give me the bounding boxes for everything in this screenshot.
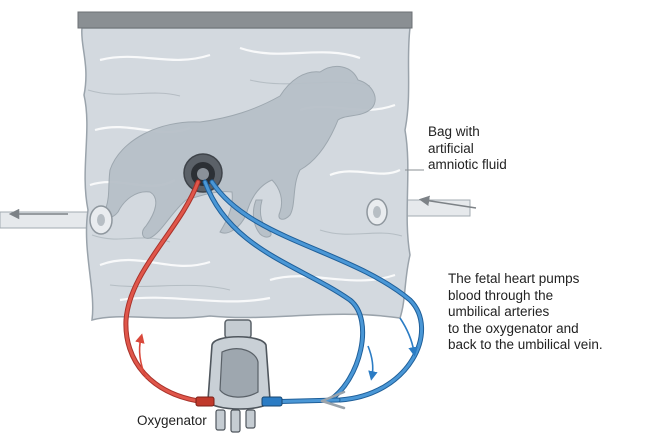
venous-flow-arrow-inner bbox=[368, 346, 373, 376]
left-port bbox=[90, 206, 112, 234]
right-port bbox=[367, 199, 387, 225]
bag-label: Bag with artificial amniotic fluid bbox=[428, 124, 588, 174]
oxygenator-device-icon bbox=[196, 320, 282, 432]
oxygenator-label: Oxygenator bbox=[137, 413, 207, 430]
circulation-description: The fetal heart pumps blood through the … bbox=[448, 271, 648, 354]
bag-lid bbox=[78, 12, 412, 28]
venous-flow-arrow-outer bbox=[400, 318, 414, 352]
